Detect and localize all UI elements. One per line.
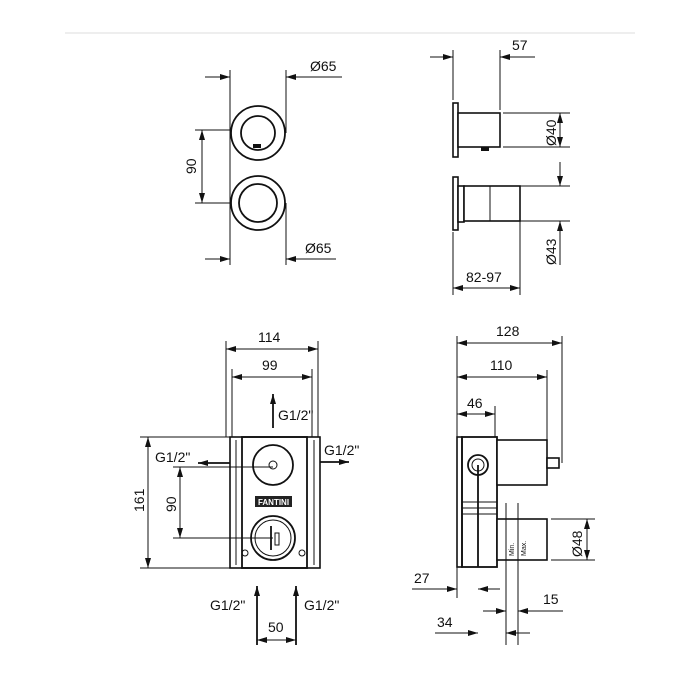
- handle-top-inner: [240, 115, 276, 151]
- dim-side-cylinder-depth: 110: [490, 357, 513, 373]
- dim-side-body-depth: 46: [467, 395, 483, 411]
- dim-side-depth: 57: [512, 37, 528, 53]
- dim-inlet-spacing: 50: [268, 619, 284, 635]
- dim-front-top-diameter: Ø65: [310, 58, 337, 74]
- dim-side-diameter-bottom: Ø43: [543, 238, 559, 265]
- brand-label: FANTINI: [258, 498, 289, 507]
- dim-offset-34: 34: [437, 614, 453, 630]
- handle-top-outer: [230, 105, 286, 161]
- front-view: Ø65 Ø65 90: [183, 58, 342, 265]
- dim-body-width-inner: 99: [262, 357, 278, 373]
- dim-side-projection: 82-97: [466, 269, 502, 285]
- port-bottom-right-label: G1/2": [304, 597, 339, 613]
- dim-range-15: 15: [543, 591, 559, 607]
- brand-plate: [255, 496, 292, 507]
- handle-bottom-inner: [238, 183, 278, 223]
- port-right-label: G1/2": [324, 442, 359, 458]
- valve-body-side: Min. Max. 128 110 46 Ø48 27 15 34: [412, 323, 595, 645]
- max-label: Max.: [521, 541, 528, 556]
- min-label: Min.: [509, 543, 516, 556]
- port-bottom-left-label: G1/2": [210, 597, 245, 613]
- valve-body-front: FANTINI 114 99 161 90 G1/2" G1/2" G1/2" …: [131, 329, 359, 645]
- port-left-label: G1/2": [155, 449, 190, 465]
- valve-top-circle: [252, 444, 294, 486]
- dim-side-diameter: Ø48: [569, 530, 585, 557]
- dim-side-total-depth: 128: [496, 323, 520, 339]
- dim-body-width-outer: 114: [258, 329, 281, 345]
- port-top-label: G1/2": [278, 407, 313, 423]
- dim-front-spacing: 90: [183, 158, 199, 174]
- dim-body-height: 161: [131, 488, 147, 512]
- dim-side-diameter-top: Ø40: [543, 119, 559, 146]
- side-view: 57 Ø40 Ø43 82-97: [430, 37, 570, 295]
- dim-body-spacing: 90: [163, 496, 179, 512]
- dim-offset-27: 27: [414, 570, 430, 586]
- dim-front-bottom-diameter: Ø65: [305, 240, 332, 256]
